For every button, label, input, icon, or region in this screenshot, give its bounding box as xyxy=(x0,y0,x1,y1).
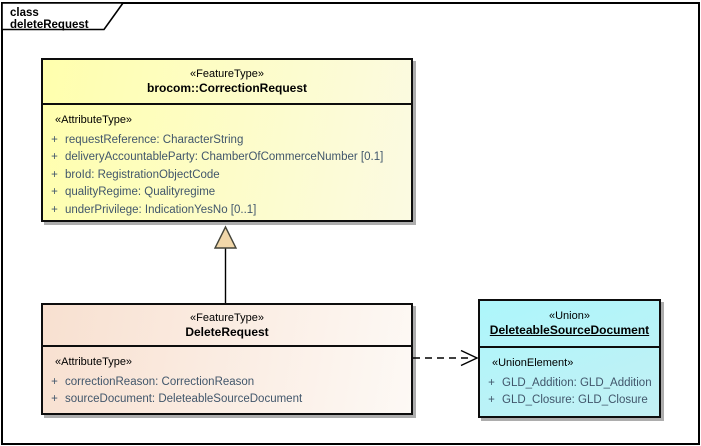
class-stereotype: «FeatureType» xyxy=(190,68,264,80)
visibility-sign: + xyxy=(51,203,58,216)
class-name: DeleteableSourceDocument xyxy=(489,323,650,337)
class-stereotype: «Union» xyxy=(549,310,590,322)
attribute-row[interactable]: + underPrivilege: IndicationYesNo [0..1] xyxy=(43,201,411,219)
attribute-row[interactable]: + qualityRegime: Qualityregime xyxy=(43,184,411,202)
attribute-row[interactable]: + deliveryAccountableParty: ChamberOfCom… xyxy=(43,149,411,167)
attribute-text: requestReference: CharacterString xyxy=(65,133,244,146)
attribute-text: correctionReason: CorrectionReason xyxy=(65,375,255,388)
class-deleteable-source-document-attributes: «UnionElement» + GLD_Addition: GLD_Addit… xyxy=(480,348,659,409)
class-correction-request[interactable]: «FeatureType» brocom::CorrectionRequest … xyxy=(41,58,413,222)
diagram-tab-label: class deleteRequest xyxy=(10,7,89,31)
attribute-stereotype: «AttributeType» xyxy=(55,356,133,368)
attribute-text: qualityRegime: Qualityregime xyxy=(65,186,216,199)
attribute-row[interactable]: + correctionReason: CorrectionReason xyxy=(43,373,411,391)
attribute-stereotype: «UnionElement» xyxy=(492,357,574,369)
visibility-sign: + xyxy=(488,394,495,407)
visibility-sign: + xyxy=(51,151,58,164)
class-deleteable-source-document[interactable]: «Union» DeleteableSourceDocument «UnionE… xyxy=(478,299,661,418)
class-delete-request-attributes: «AttributeType» + correctionReason: Corr… xyxy=(43,347,411,408)
class-correction-request-header: «FeatureType» brocom::CorrectionRequest xyxy=(43,60,411,105)
attribute-row[interactable]: + requestReference: CharacterString xyxy=(43,131,411,149)
attribute-text: sourceDocument: DeleteableSourceDocument xyxy=(65,393,303,406)
attribute-text: broId: RegistrationObjectCode xyxy=(65,168,220,181)
class-correction-request-attributes: «AttributeType» + requestReference: Char… xyxy=(43,105,411,219)
visibility-sign: + xyxy=(51,186,58,199)
attribute-text: GLD_Addition: GLD_Addition xyxy=(502,376,652,389)
attribute-row[interactable]: + GLD_Closure: GLD_Closure xyxy=(480,392,659,410)
class-delete-request-header: «FeatureType» DeleteRequest xyxy=(43,305,411,347)
class-name: DeleteRequest xyxy=(185,324,269,339)
class-name: brocom::CorrectionRequest xyxy=(146,81,307,95)
attribute-text: underPrivilege: IndicationYesNo [0..1] xyxy=(65,203,257,216)
attribute-row[interactable]: + GLD_Addition: GLD_Addition xyxy=(480,374,659,392)
visibility-sign: + xyxy=(51,393,58,406)
class-stereotype: «FeatureType» xyxy=(190,311,264,324)
class-deleteable-source-document-header: «Union» DeleteableSourceDocument xyxy=(480,301,659,348)
attribute-row[interactable]: + broId: RegistrationObjectCode xyxy=(43,166,411,184)
visibility-sign: + xyxy=(488,376,495,389)
attribute-stereotype: «AttributeType» xyxy=(55,114,133,126)
visibility-sign: + xyxy=(51,168,58,181)
class-delete-request[interactable]: «FeatureType» DeleteRequest «AttributeTy… xyxy=(41,303,413,415)
attribute-row[interactable]: + sourceDocument: DeleteableSourceDocume… xyxy=(43,391,411,409)
visibility-sign: + xyxy=(51,375,58,388)
attribute-text: deliveryAccountableParty: ChamberOfComme… xyxy=(65,151,384,164)
attribute-text: GLD_Closure: GLD_Closure xyxy=(502,394,648,407)
visibility-sign: + xyxy=(51,133,58,146)
